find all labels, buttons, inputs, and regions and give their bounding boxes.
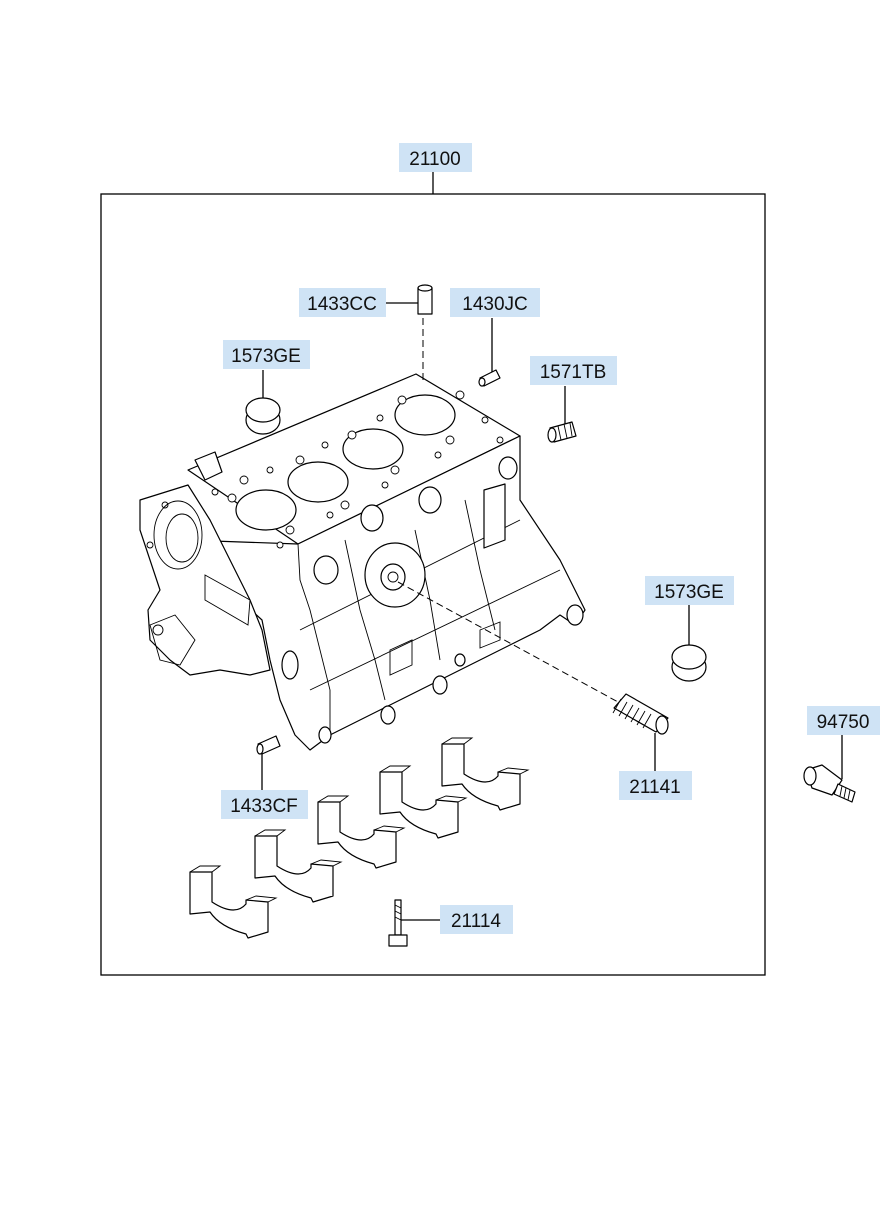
label-21141: 21141	[629, 777, 680, 798]
label-1430jc: 1430JC	[462, 294, 528, 315]
stud-icon	[612, 693, 669, 735]
callout-21114: 21114	[440, 905, 513, 934]
label-1433cf: 1433CF	[230, 796, 298, 817]
callout-1430jc: 1430JC	[450, 288, 540, 317]
label-1433cc: 1433CC	[307, 294, 377, 315]
cup-seal-left-icon	[245, 397, 281, 435]
dowel-pin-bottom-icon	[256, 735, 281, 755]
label-1573ge-right: 1573GE	[654, 582, 724, 603]
label-21100: 21100	[409, 149, 460, 170]
dowel-pin-top-icon	[417, 284, 433, 315]
label-1571tb: 1571TB	[540, 362, 607, 383]
label-1573ge-left: 1573GE	[231, 346, 301, 367]
threaded-plug-icon	[547, 421, 577, 443]
callout-21141: 21141	[619, 771, 692, 800]
main-bearing-caps	[189, 737, 530, 939]
label-21114: 21114	[451, 911, 501, 932]
oil-pressure-sensor-icon	[803, 764, 856, 803]
callout-1573ge-left: 1573GE	[223, 340, 310, 369]
callout-1571tb: 1571TB	[530, 356, 617, 385]
label-94750: 94750	[817, 712, 870, 733]
callout-1433cc: 1433CC	[299, 288, 386, 317]
callout-94750: 94750	[807, 706, 880, 735]
cap-bolt-icon	[388, 899, 408, 947]
sleeve-pin-icon	[478, 369, 501, 387]
engine-block-illustration	[139, 373, 586, 751]
cup-seal-right-icon	[671, 644, 707, 682]
callout-1433cf: 1433CF	[221, 790, 308, 819]
callout-21100: 21100	[399, 143, 472, 172]
callout-1573ge-right: 1573GE	[645, 576, 734, 605]
